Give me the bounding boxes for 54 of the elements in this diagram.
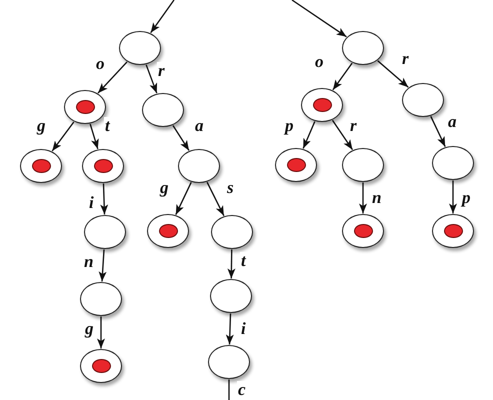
trie-node [82, 149, 124, 183]
trie-node [211, 215, 253, 249]
trie-node [432, 146, 474, 180]
arrow [206, 182, 224, 216]
arrow [227, 250, 236, 278]
terminal-dot [32, 159, 50, 173]
arrow [302, 121, 316, 149]
trie-node [432, 214, 474, 248]
connector-line [228, 380, 230, 400]
terminal-dot [76, 100, 94, 114]
trie-node [80, 282, 122, 316]
edge-label: i [88, 194, 95, 211]
trie-node [147, 214, 189, 248]
arrow [359, 182, 367, 214]
terminal-dot [92, 359, 110, 373]
arrow [377, 60, 409, 88]
arrow [150, 0, 175, 34]
arrow [146, 64, 158, 94]
arrow [100, 183, 108, 215]
trie-node [342, 148, 384, 182]
arrow [226, 313, 234, 345]
trie-node [402, 83, 444, 117]
arrow [172, 125, 190, 151]
trie-node [64, 90, 106, 124]
arrow [332, 120, 354, 150]
arrow [449, 180, 457, 214]
trie-node [119, 31, 161, 65]
terminal-dot [312, 98, 332, 112]
arrow [90, 124, 99, 150]
arrow [332, 62, 353, 90]
trie-node [342, 31, 384, 65]
trie-node [142, 93, 184, 127]
arrow [292, 0, 347, 38]
arrow [98, 61, 128, 94]
arrow [52, 122, 74, 152]
trie-node [20, 149, 62, 183]
arrow [175, 182, 192, 215]
terminal-dot [286, 158, 306, 172]
arrow [430, 116, 446, 147]
arrow [98, 249, 107, 282]
trie-node [208, 345, 250, 379]
trie-node [80, 349, 122, 383]
trie-node [342, 214, 384, 248]
trie-node [84, 215, 126, 249]
arrow [97, 316, 105, 348]
terminal-dot [444, 224, 462, 238]
trie-node [301, 88, 343, 122]
edge-label: i [240, 320, 247, 337]
trie-node [210, 279, 252, 313]
terminal-dot [354, 224, 372, 238]
terminal-dot [94, 159, 112, 173]
trie-node [178, 149, 220, 183]
trie-node [275, 148, 317, 182]
terminal-dot [158, 224, 178, 238]
